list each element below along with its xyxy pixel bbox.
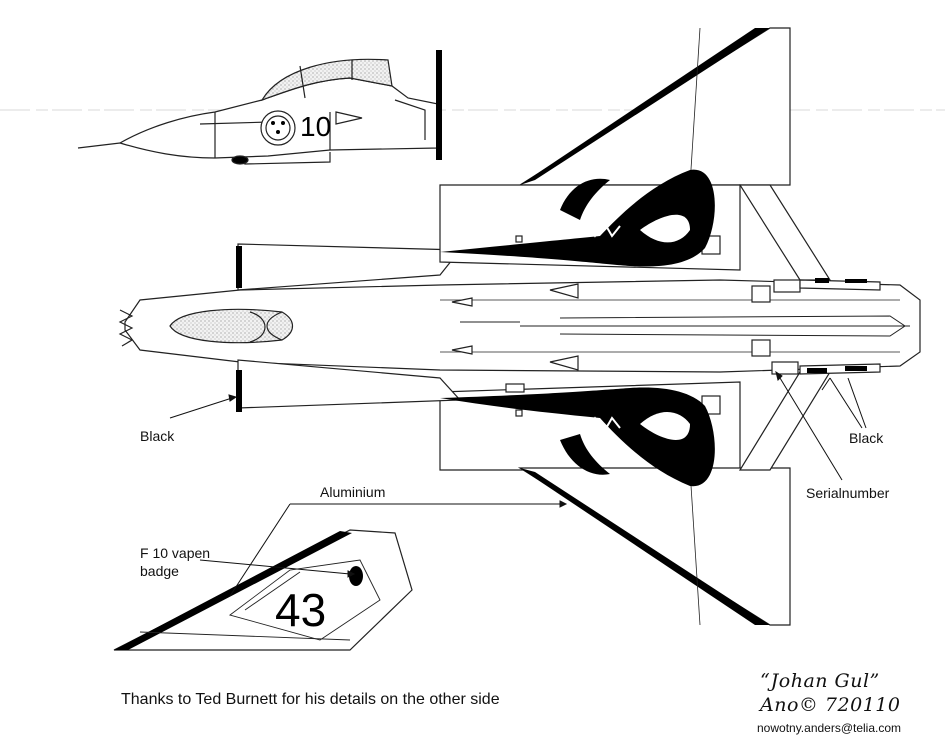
side-number-marking: 10 bbox=[300, 111, 332, 142]
label-black-left: Black bbox=[140, 428, 175, 444]
label-badge-line1: F 10 vapen bbox=[140, 545, 211, 561]
label-badge: F 10 vapen badge bbox=[140, 544, 210, 580]
tail-number-marking: 43 bbox=[275, 584, 327, 636]
side-view-nose bbox=[77, 58, 439, 165]
credit-text: Thanks to Ted Burnett for his details on… bbox=[121, 691, 500, 708]
label-badge-line2: badge bbox=[140, 563, 179, 579]
signature-block: “Johan Gul” Ano© 720110 bbox=[760, 669, 900, 717]
shark-art-top bbox=[440, 169, 715, 267]
label-aluminium: Aluminium bbox=[320, 484, 386, 500]
signature-copyright: Ano© 720110 bbox=[760, 694, 901, 716]
label-black-right: Black bbox=[849, 430, 884, 446]
shark-art-bottom bbox=[440, 387, 715, 487]
label-serialnumber: Serialnumber bbox=[806, 485, 890, 501]
signature-email: nowotny.anders@telia.com bbox=[757, 721, 902, 735]
signature-name: “Johan Gul” bbox=[760, 670, 880, 692]
leader-lines bbox=[169, 370, 867, 597]
